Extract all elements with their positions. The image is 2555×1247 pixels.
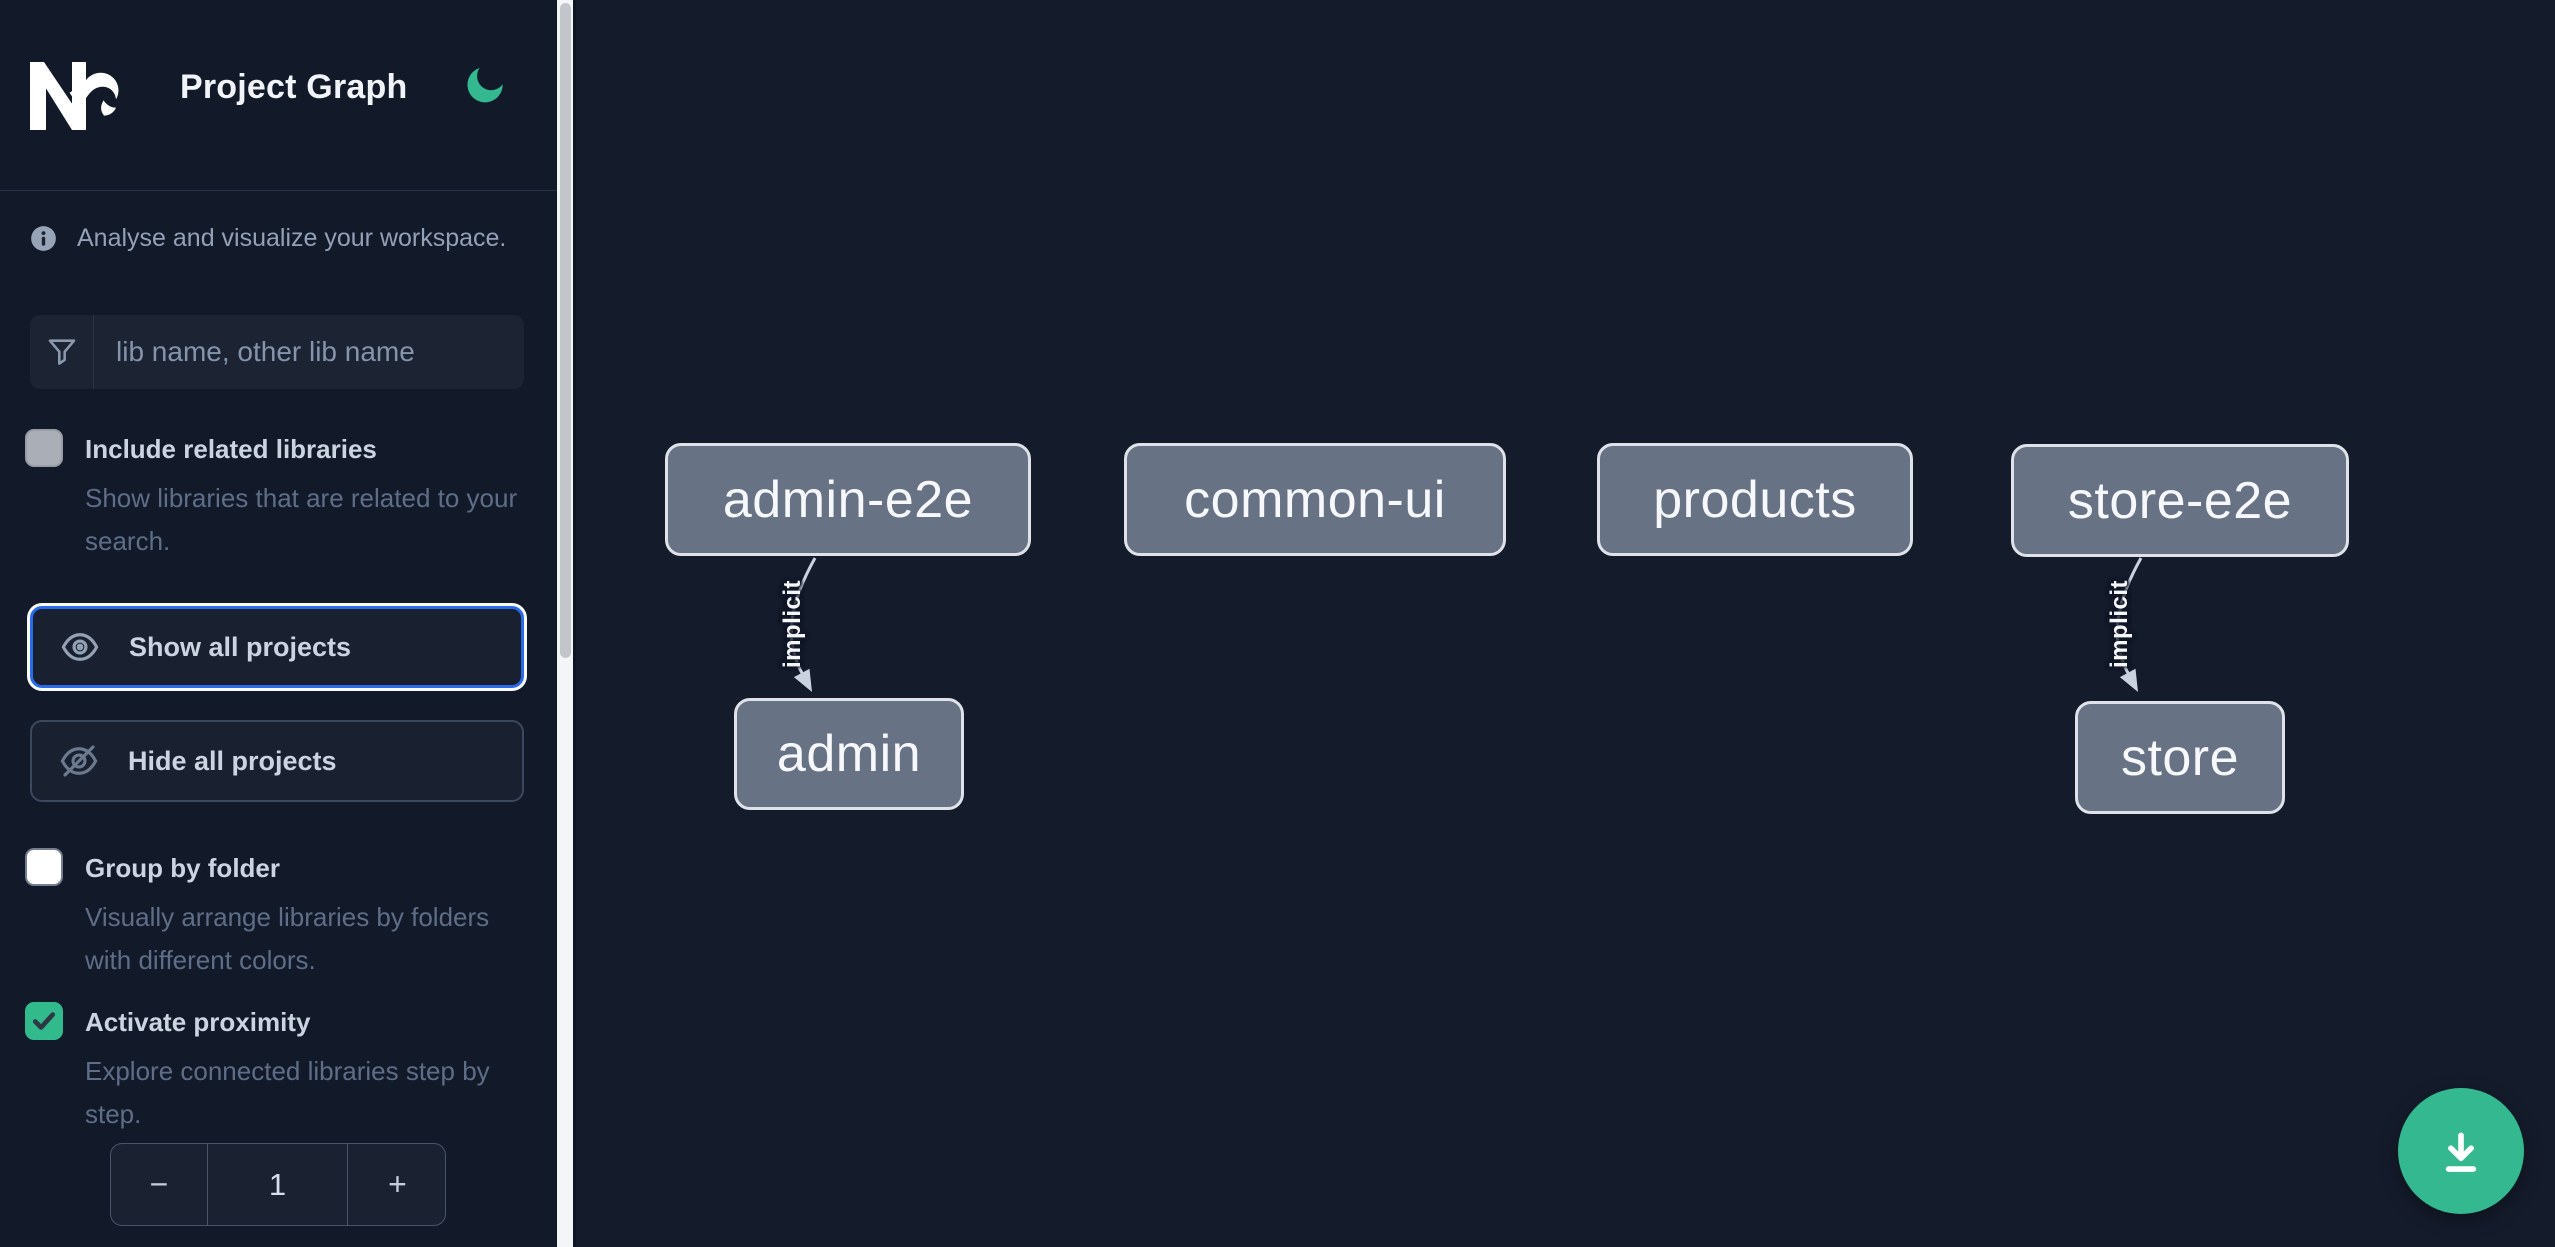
include-related-description: Show libraries that are related to your … bbox=[85, 483, 518, 556]
sidebar: Project Graph Analyse and visualize your… bbox=[0, 0, 557, 1247]
sidebar-scrollbar[interactable] bbox=[557, 0, 573, 1247]
include-related-label: Include related libraries bbox=[85, 434, 377, 464]
download-button[interactable] bbox=[2398, 1088, 2524, 1214]
graph-node-store-e2e[interactable]: store-e2e bbox=[2011, 444, 2349, 557]
search-box bbox=[30, 315, 524, 389]
group-by-folder-label: Group by folder bbox=[85, 853, 280, 883]
activate-proximity-label: Activate proximity bbox=[85, 1007, 311, 1037]
group-by-folder-checkbox[interactable] bbox=[25, 848, 63, 886]
info-icon bbox=[31, 226, 56, 251]
edge-label-implicit: implicit bbox=[779, 579, 806, 669]
activate-proximity-checkbox[interactable] bbox=[25, 1002, 63, 1040]
eye-icon bbox=[61, 633, 99, 661]
sidebar-scrollbar-thumb[interactable] bbox=[559, 3, 571, 658]
hide-all-projects-label: Hide all projects bbox=[128, 745, 337, 776]
theme-toggle-button[interactable] bbox=[462, 62, 510, 110]
nx-logo bbox=[30, 62, 119, 130]
graph-node-store[interactable]: store bbox=[2075, 701, 2285, 814]
eye-off-icon bbox=[60, 745, 98, 777]
graph-node-common-ui[interactable]: common-ui bbox=[1124, 443, 1506, 556]
tagline-row: Analyse and visualize your workspace. bbox=[30, 224, 530, 253]
moon-icon bbox=[467, 67, 503, 103]
include-related-checkbox[interactable] bbox=[25, 429, 63, 467]
proximity-stepper: − 1 + bbox=[110, 1143, 446, 1226]
search-input[interactable] bbox=[94, 315, 524, 389]
graph-node-admin-e2e[interactable]: admin-e2e bbox=[665, 443, 1031, 556]
graph-edges bbox=[789, 557, 2143, 692]
page-title: Project Graph bbox=[180, 68, 408, 106]
graph-node-products[interactable]: products bbox=[1597, 443, 1913, 556]
sidebar-header: Project Graph bbox=[0, 0, 557, 191]
activate-proximity-description: Explore connected libraries step by step… bbox=[85, 1056, 490, 1129]
show-all-projects-button[interactable]: Show all projects bbox=[30, 606, 524, 688]
check-icon bbox=[32, 1012, 56, 1030]
edge-label-implicit: implicit bbox=[2106, 579, 2133, 669]
proximity-increment-button[interactable]: + bbox=[388, 1166, 407, 1202]
graph-canvas[interactable]: implicit implicit admin-e2e common-ui pr… bbox=[573, 0, 2555, 1247]
group-by-folder-description: Visually arrange libraries by folders wi… bbox=[85, 902, 490, 975]
proximity-decrement-button[interactable]: − bbox=[149, 1166, 169, 1202]
tagline-text: Analyse and visualize your workspace. bbox=[77, 224, 507, 252]
download-icon bbox=[2445, 1132, 2477, 1172]
show-all-projects-label: Show all projects bbox=[129, 631, 352, 662]
filter-icon bbox=[30, 315, 94, 389]
hide-all-projects-button[interactable]: Hide all projects bbox=[30, 720, 524, 802]
proximity-value: 1 bbox=[207, 1144, 348, 1225]
graph-node-admin[interactable]: admin bbox=[734, 698, 964, 810]
